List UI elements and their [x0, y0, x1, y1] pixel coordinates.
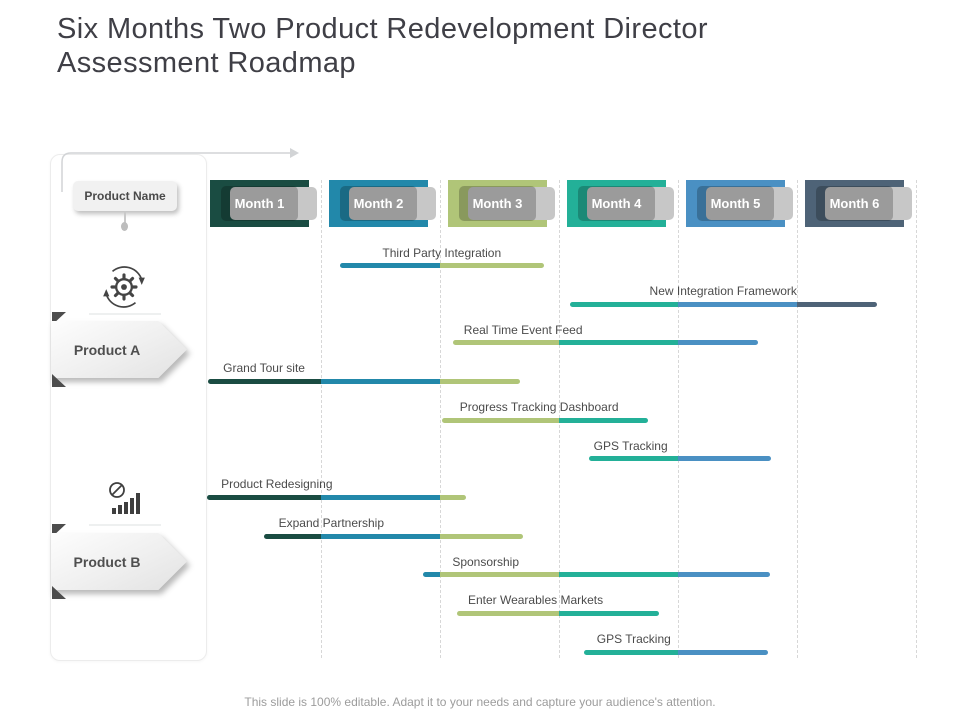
task-bar-segment [439, 533, 524, 539]
task-bar-segment [677, 572, 770, 578]
task-bar-segment [588, 456, 678, 462]
task-label: Product Redesigning [221, 477, 333, 492]
task-bar [453, 340, 758, 346]
task-bar-segment [263, 533, 321, 539]
task-bar-segment [442, 417, 559, 423]
task-bar-segment [320, 494, 440, 500]
month-label: Month 5 [697, 186, 774, 221]
task-label: New Integration Framework [649, 284, 797, 299]
month-header: Month 5 [686, 180, 793, 227]
task-bar [340, 263, 544, 268]
grid-line [321, 180, 322, 658]
month-shadow-tab [825, 187, 912, 220]
page-title-line1: Six Months Two Product Redevelopment Dir… [57, 13, 708, 45]
task-bar-segment [558, 572, 678, 578]
task-bar [263, 533, 524, 539]
month-header: Month 3 [448, 180, 555, 227]
grid-line [678, 180, 679, 658]
task-bar-segment [677, 301, 797, 307]
month-label: Month 3 [459, 186, 536, 221]
task-bar [442, 417, 649, 423]
icon-divider [89, 313, 161, 315]
task-bar [206, 494, 467, 500]
task-bar-segment [439, 263, 544, 268]
task-label: GPS Tracking [596, 632, 671, 646]
product-b-label: Product B [51, 533, 187, 590]
task-bar-segment [320, 533, 440, 539]
task-label: Real Time Event Feed [463, 322, 583, 337]
grid-line [916, 180, 917, 658]
product-a-arrow: Product A [51, 321, 187, 378]
task-bar [569, 301, 877, 307]
task-label: Enter Wearables Markets [467, 593, 604, 608]
month-header: Month 1 [210, 180, 317, 227]
task-bar-segment [453, 340, 559, 346]
product-a-label: Product A [51, 321, 187, 378]
task-bar-segment [569, 301, 678, 307]
month-label: Month 6 [816, 186, 893, 221]
pin-dot [121, 222, 128, 231]
page-title: Six Months Two Product Redevelopment Dir… [57, 12, 917, 80]
month-shadow-tab [706, 187, 793, 220]
month-shadow-tab [230, 187, 317, 220]
task-bar-segment [677, 340, 758, 346]
product-b-arrow: Product B [51, 533, 187, 590]
task-label: Third Party Integration [382, 245, 502, 260]
month-label: Month 4 [578, 186, 655, 221]
task-bar [207, 378, 520, 384]
task-bar [583, 649, 769, 655]
task-label: Grand Tour site [223, 361, 305, 376]
task-bar-segment [678, 456, 771, 462]
task-bar-segment [340, 263, 440, 268]
pin-connector [124, 211, 126, 223]
task-bar-segment [677, 649, 769, 655]
month-header: Month 4 [567, 180, 674, 227]
month-header: Month 2 [329, 180, 436, 227]
task-bar-segment [558, 340, 678, 346]
task-label: Expand Partnership [278, 516, 385, 531]
month-shadow-tab [587, 187, 674, 220]
grid-line [440, 180, 441, 658]
grid-line [797, 180, 798, 658]
month-shadow-tab [349, 187, 436, 220]
product-name-label: Product Name [73, 181, 177, 211]
task-bar-segment [423, 572, 440, 578]
task-bar-segment [439, 494, 467, 500]
task-bar-segment [207, 378, 321, 384]
month-shadow-tab [468, 187, 555, 220]
task-label: Sponsorship [452, 554, 520, 569]
task-bar-segment [456, 610, 559, 616]
task-bar-segment [206, 494, 321, 500]
month-label: Month 2 [340, 186, 417, 221]
task-bar-segment [583, 649, 678, 655]
task-bar [588, 456, 771, 462]
task-bar-segment [558, 417, 649, 423]
task-bar-segment [320, 378, 440, 384]
task-label: GPS Tracking [593, 438, 668, 453]
task-bar [423, 572, 770, 578]
footer-note: This slide is 100% editable. Adapt it to… [244, 695, 716, 709]
task-bar-segment [439, 572, 559, 578]
month-label: Month 1 [221, 186, 298, 221]
task-label: Progress Tracking Dashboard [459, 400, 619, 415]
task-bar-segment [796, 301, 877, 307]
icon-divider [89, 524, 161, 526]
task-bar [456, 610, 659, 616]
task-bar-segment [558, 610, 659, 616]
task-bar-segment [439, 378, 520, 384]
page-title-line2: Assessment Roadmap [57, 47, 356, 79]
month-header: Month 6 [805, 180, 912, 227]
